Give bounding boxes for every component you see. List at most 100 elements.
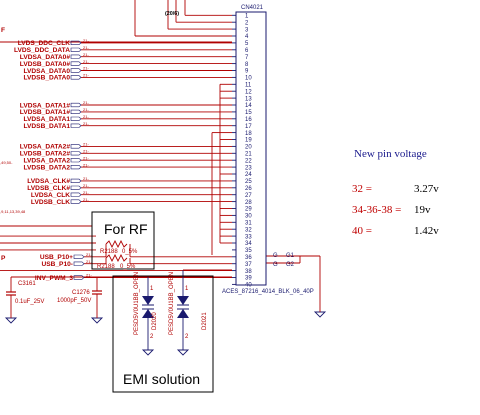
offpage-marker: 21- [83,107,89,112]
ground-symbol [4,317,18,324]
connector-body [235,11,267,286]
pin-number: 4 [245,34,249,40]
signal-label: INV_PWM_3 [35,275,73,282]
offpage-arrow [70,144,82,149]
note-row-label: 34-36-38 = [352,204,401,216]
emi-box [112,275,214,393]
diode-part: PESD5V0U1BB_OPEN [169,272,175,335]
pin-number: 24 [245,172,252,178]
cap-value: 1000pF_50V [57,298,91,304]
signal-label: LVDSB_DATA0 [23,75,70,82]
offpage-marker: 21- [86,252,92,257]
offpage-arrow [70,151,82,156]
pin-number: 17 [245,124,252,130]
note-title: New pin voltage [354,148,427,160]
wires [0,0,327,356]
signal-label: LVDSA_CLK# [27,178,70,185]
diode-pin-1: 1 [150,286,154,292]
pin-number: 21 [245,152,252,158]
ground-symbol [313,311,327,318]
pin-number: 9 [245,69,249,75]
pin-number: 12 [245,89,252,95]
ground-pin-g1: G1 [286,253,295,259]
connector-pin-numbers: 1234567891011121314151617181920212223242… [232,14,252,289]
pin-number: 19 [245,138,252,144]
pin-number: 39 [245,276,252,282]
pin-number: 27 [245,193,252,199]
diode-refdes: D2020 [152,312,158,330]
signal-label: LVDSA_DATA1 [23,116,70,123]
offpage-marker: 21- [83,114,89,119]
offpage-marker: 21- [83,52,89,57]
left-edge-label-f: F [1,27,5,34]
diode-triangle [177,296,189,305]
signal-label: LVDSB_DATA0# [20,61,71,68]
signal-label: LVDSA_DATA1# [20,102,71,109]
ground-symbol [176,349,190,356]
signal-label: USB_P10- [41,261,73,268]
side-ref-1: ,49,50- [0,160,13,165]
offpage-arrow [70,165,82,170]
offpage-marker: 21- [83,142,89,147]
signal-labels: LVDS_DDC_CLK 21- LVDS_DDC_DATA 21- LVDSA_DAT… [14,38,93,282]
signal-label: LVDSB_DATA1# [20,109,71,116]
offpage-marker: 21- [83,59,89,64]
offpage-arrow [70,40,82,45]
diode-d2020: D2020 PESD5V0U1BB_OPEN 1 2 [134,272,158,350]
offpage-arrow [70,47,82,52]
top-net-label: (20/6) [165,11,179,17]
diode-triangle [142,296,154,305]
pin-number: 32 [245,227,252,233]
offpage-arrow [70,158,82,163]
resistor-zigzag [105,239,128,249]
pin-number: 5 [245,41,249,47]
diode-part: PESD5V0U1BB_OPEN [134,272,140,335]
signal-label: LVDSB_DATA2 [23,164,70,171]
note-row-value: 3.27v [414,183,439,195]
pin-number: 36 [245,255,252,261]
ground-letter-1: G [273,253,278,259]
signal-label: USB_P10+ [40,254,73,261]
diode-pin-2: 2 [185,334,189,340]
pin-number: 8 [245,62,249,68]
note-row-value: 1.42v [414,225,439,237]
side-ref-2: ,9,11,13,39,48 [0,209,26,214]
offpage-marker: 21- [83,176,89,181]
rf-box [91,211,155,270]
ground-pin-g2: G2 [286,262,295,268]
signal-label: LVDS_DDC_DATA [14,47,70,54]
left-edge-label-p: P [1,255,6,262]
offpage-marker: 21- [83,66,89,71]
ground-letter-2: G [273,262,278,268]
pin-number: 6 [245,48,249,54]
offpage-marker: 21- [83,149,89,154]
signal-label: LVDSA_DATA2 [23,158,70,165]
signal-label: LVDS_DDC_CLK [18,40,71,47]
offpage-marker: 21- [83,45,89,50]
signal-label: LVDSA_DATA2# [20,144,71,151]
pin-voltage-note: New pin voltage 32 = 3.27v 34-36-38 = 19… [352,148,439,237]
offpage-marker: 21- [83,121,89,126]
offpage-arrow [70,54,82,59]
offpage-arrow [70,178,82,183]
pin-number: 1 [245,14,249,20]
signal-label: LVDSA_DATA0 [23,68,70,75]
diode-pin-1: 1 [185,286,189,292]
pin-number: 31 [245,221,252,227]
note-row-label: 32 = [352,183,372,195]
pin-number: 10 [245,76,252,82]
resistor-value: 0_5% [120,264,136,270]
pin-number: 15 [245,110,252,116]
offpage-marker: 21- [83,38,89,43]
pin-number: 29 [245,207,252,213]
pin-number: 28 [245,200,252,206]
pin-number: 3 [245,27,249,33]
pin-number: 14 [245,103,252,109]
offpage-arrow [70,75,82,80]
diode-refdes: D2021 [202,312,208,330]
pin-number: 20 [245,145,252,151]
signal-label: LVDSB_DATA1 [23,123,70,130]
offpage-arrow [70,116,82,121]
pin-number: 18 [245,131,252,137]
pin-number: 7 [245,55,249,61]
